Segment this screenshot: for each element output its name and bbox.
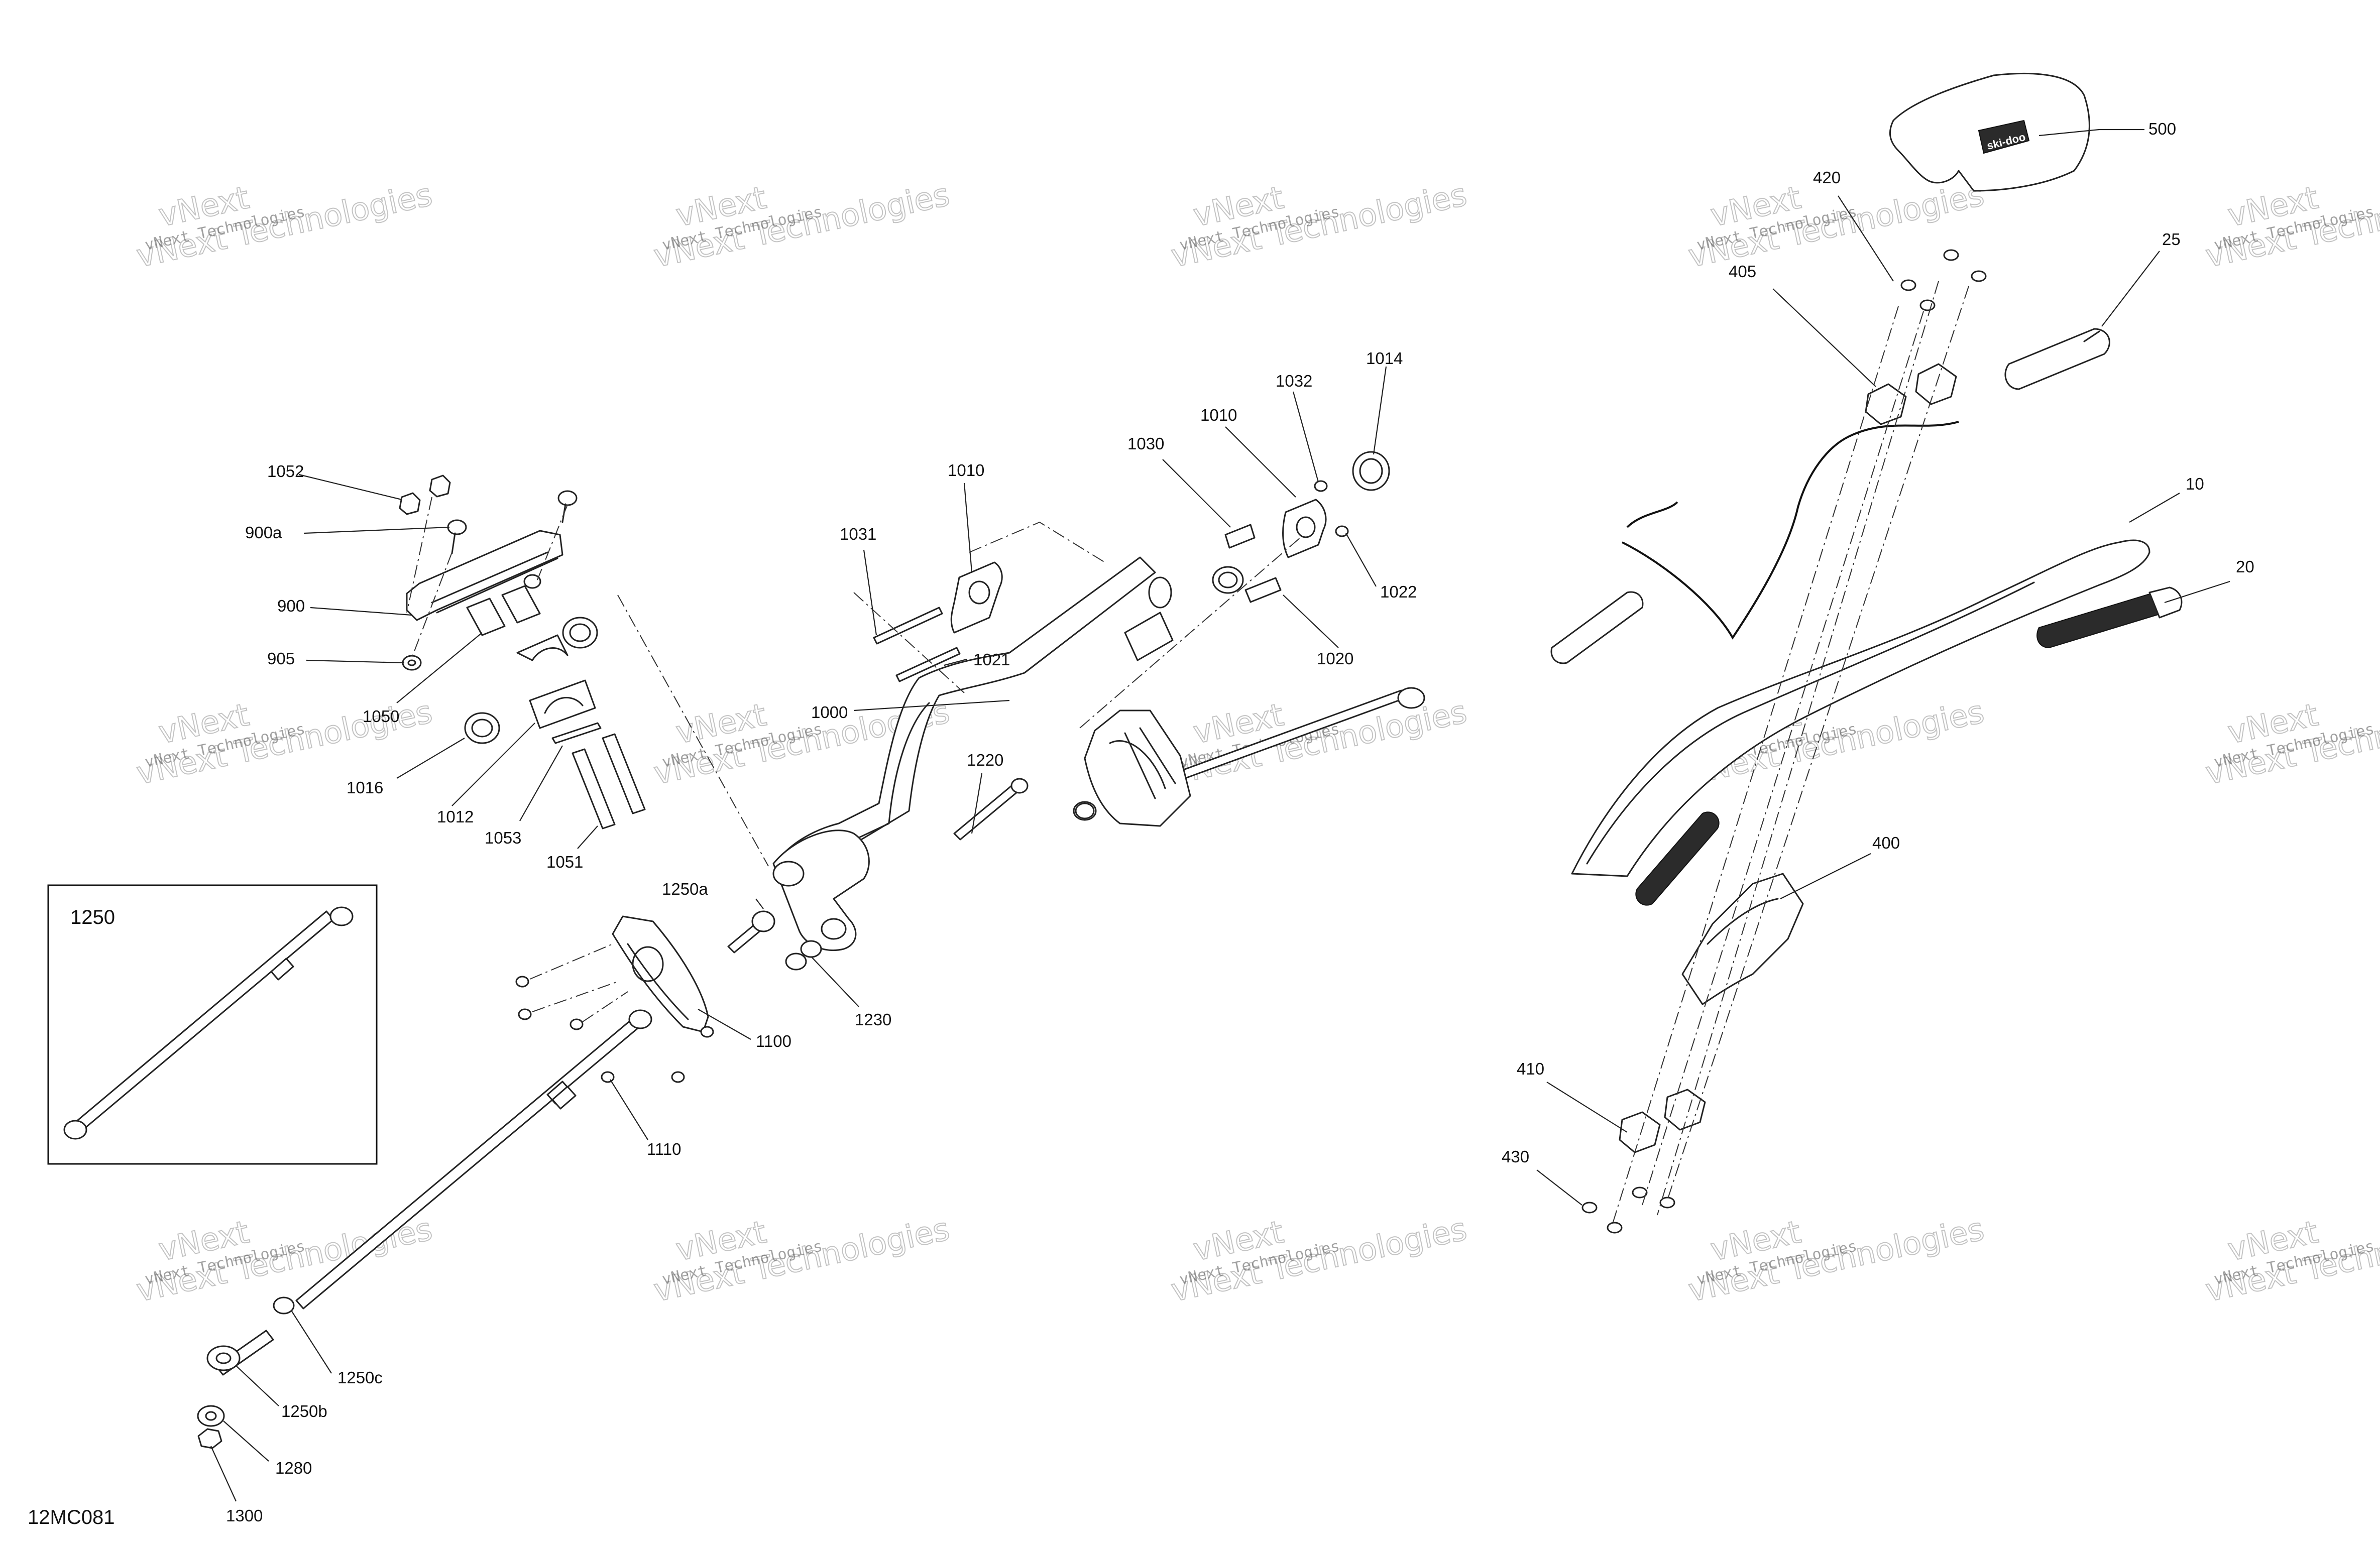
- callout-1100: 1100: [756, 1032, 791, 1050]
- callout-1010a: 1010: [948, 461, 984, 480]
- callout-10: 10: [2186, 474, 2204, 493]
- part-430-bolt: [1581, 1186, 1675, 1234]
- part-1100-cover-upper: [1075, 709, 1191, 827]
- watermark-14: vNext vNext Technologies vNext Technolog…: [1684, 1210, 1987, 1310]
- callout-1022: 1022: [1380, 582, 1417, 601]
- watermark-5: vNext vNext Technologies vNext Technolog…: [2202, 176, 2380, 275]
- part-1016-seal: [464, 617, 598, 744]
- callout-1280: 1280: [275, 1459, 312, 1477]
- part-1014-seal: [1352, 451, 1390, 491]
- part-25-throttle-grip: [2004, 328, 2110, 390]
- leader-lines: [210, 129, 2230, 1502]
- part-1000-pitman-arm: [772, 829, 870, 952]
- part-1100-cover: [612, 915, 709, 1033]
- part-1010-clamp-right: [1282, 499, 1327, 558]
- callout-1052: 1052: [267, 462, 304, 481]
- callout-25: 25: [2162, 230, 2181, 249]
- part-1052-nut: [399, 474, 451, 515]
- watermark-10: vNext vNext Technologies vNext Technolog…: [2202, 693, 2380, 792]
- wire-harness: [1622, 421, 1959, 640]
- callout-1021: 1021: [973, 650, 1010, 669]
- inset-label: 1250: [70, 906, 115, 928]
- callout-1250a: 1250a: [662, 880, 708, 898]
- part-1250b-rod-end: [206, 1330, 274, 1376]
- callout-1012: 1012: [437, 807, 474, 826]
- steering-bracket-assembly: [399, 474, 769, 867]
- part-1010-clamp-center: [950, 561, 1003, 634]
- callout-1250c: 1250c: [337, 1368, 383, 1387]
- watermark-1: vNext vNext Technologies vNext Technolog…: [133, 176, 435, 275]
- callout-1230: 1230: [855, 1010, 891, 1029]
- callout-410: 410: [1517, 1059, 1544, 1078]
- part-1280-washer: [197, 1405, 225, 1427]
- callout-1032: 1032: [1276, 372, 1312, 390]
- part-1250c-nut: [273, 1296, 295, 1315]
- part-1020-pin: [1244, 577, 1282, 603]
- part-420-bolt: [1900, 249, 1987, 311]
- part-1050-block: [466, 585, 541, 636]
- callout-1220: 1220: [967, 751, 1003, 769]
- callout-420: 420: [1813, 168, 1841, 187]
- watermarks: vNext vNext Technologies vNext Technolog…: [133, 176, 2380, 1310]
- callout-430: 430: [1502, 1147, 1529, 1166]
- part-1010-clamp-left: [516, 634, 569, 661]
- diagram-reference: 12MC081: [28, 1506, 115, 1528]
- part-left-grip: [1635, 811, 1720, 906]
- callout-1014: 1014: [1366, 349, 1403, 368]
- watermark-15: vNext vNext Technologies vNext Technolog…: [2202, 1210, 2380, 1310]
- part-1250-tie-rod: [295, 1009, 652, 1310]
- callout-1010b: 1010: [1200, 406, 1237, 424]
- part-throttle-switch: [1550, 591, 1644, 664]
- watermark-12: vNext vNext Technologies vNext Technolog…: [650, 1210, 953, 1310]
- part-1220-bolt: [953, 782, 1022, 841]
- callout-405: 405: [1729, 262, 1756, 281]
- part-1021-bolt: [895, 647, 961, 682]
- callout-1016: 1016: [347, 778, 383, 797]
- steering-column-assembly: [727, 451, 1425, 971]
- part-1032-screw: [1314, 480, 1328, 492]
- callout-20: 20: [2236, 557, 2254, 576]
- callout-1053: 1053: [485, 828, 521, 847]
- part-1022-screw: [1335, 525, 1349, 537]
- part-1012-clamp: [529, 679, 596, 729]
- callout-1051: 1051: [546, 853, 583, 871]
- part-410-clamp: [1619, 1089, 1706, 1153]
- callout-905: 905: [267, 649, 295, 668]
- part-1230-washer: [785, 940, 822, 971]
- callout-1300: 1300: [226, 1506, 263, 1525]
- callout-900a: 900a: [245, 523, 282, 542]
- callout-500: 500: [2148, 120, 2176, 138]
- part-1053-plate: [551, 722, 602, 744]
- callout-1020: 1020: [1317, 649, 1353, 668]
- callout-1031: 1031: [840, 525, 876, 543]
- part-1000-steering-column: [782, 556, 1156, 882]
- part-500-handlebar-pad: ski-doo: [1889, 72, 2090, 192]
- watermark-3: vNext vNext Technologies vNext Technolog…: [1167, 176, 1470, 275]
- watermark-13: vNext vNext Technologies vNext Technolog…: [1167, 1210, 1470, 1310]
- callout-1250b: 1250b: [281, 1402, 327, 1420]
- callout-1110: 1110: [647, 1140, 682, 1158]
- part-400-riser: [1681, 873, 1804, 1005]
- watermark-11: vNext vNext Technologies vNext Technolog…: [133, 1210, 435, 1310]
- watermark-2: vNext vNext Technologies vNext Technolog…: [650, 176, 953, 275]
- part-1051-bolt: [572, 733, 646, 829]
- part-1031-bolt: [873, 607, 943, 645]
- handlebar-assembly: ski-doo: [1550, 72, 2183, 1234]
- callout-1030: 1030: [1127, 434, 1164, 453]
- inset-1250: 1250: [47, 884, 378, 1165]
- part-1030-pin: [1224, 524, 1256, 549]
- part-905-washer: [402, 574, 541, 671]
- callout-labels: 500 420 25 405 10 20 400 410 430 1052 90…: [226, 120, 2254, 1525]
- callout-900: 900: [277, 597, 305, 615]
- part-900-bracket: [406, 530, 563, 621]
- part-10-handlebar: [1571, 539, 2150, 877]
- callout-1050: 1050: [363, 707, 399, 726]
- callout-400: 400: [1872, 834, 1900, 852]
- part-1110-screw: [515, 943, 714, 1083]
- callout-1000: 1000: [811, 703, 848, 722]
- part-1300-nut: [197, 1428, 222, 1449]
